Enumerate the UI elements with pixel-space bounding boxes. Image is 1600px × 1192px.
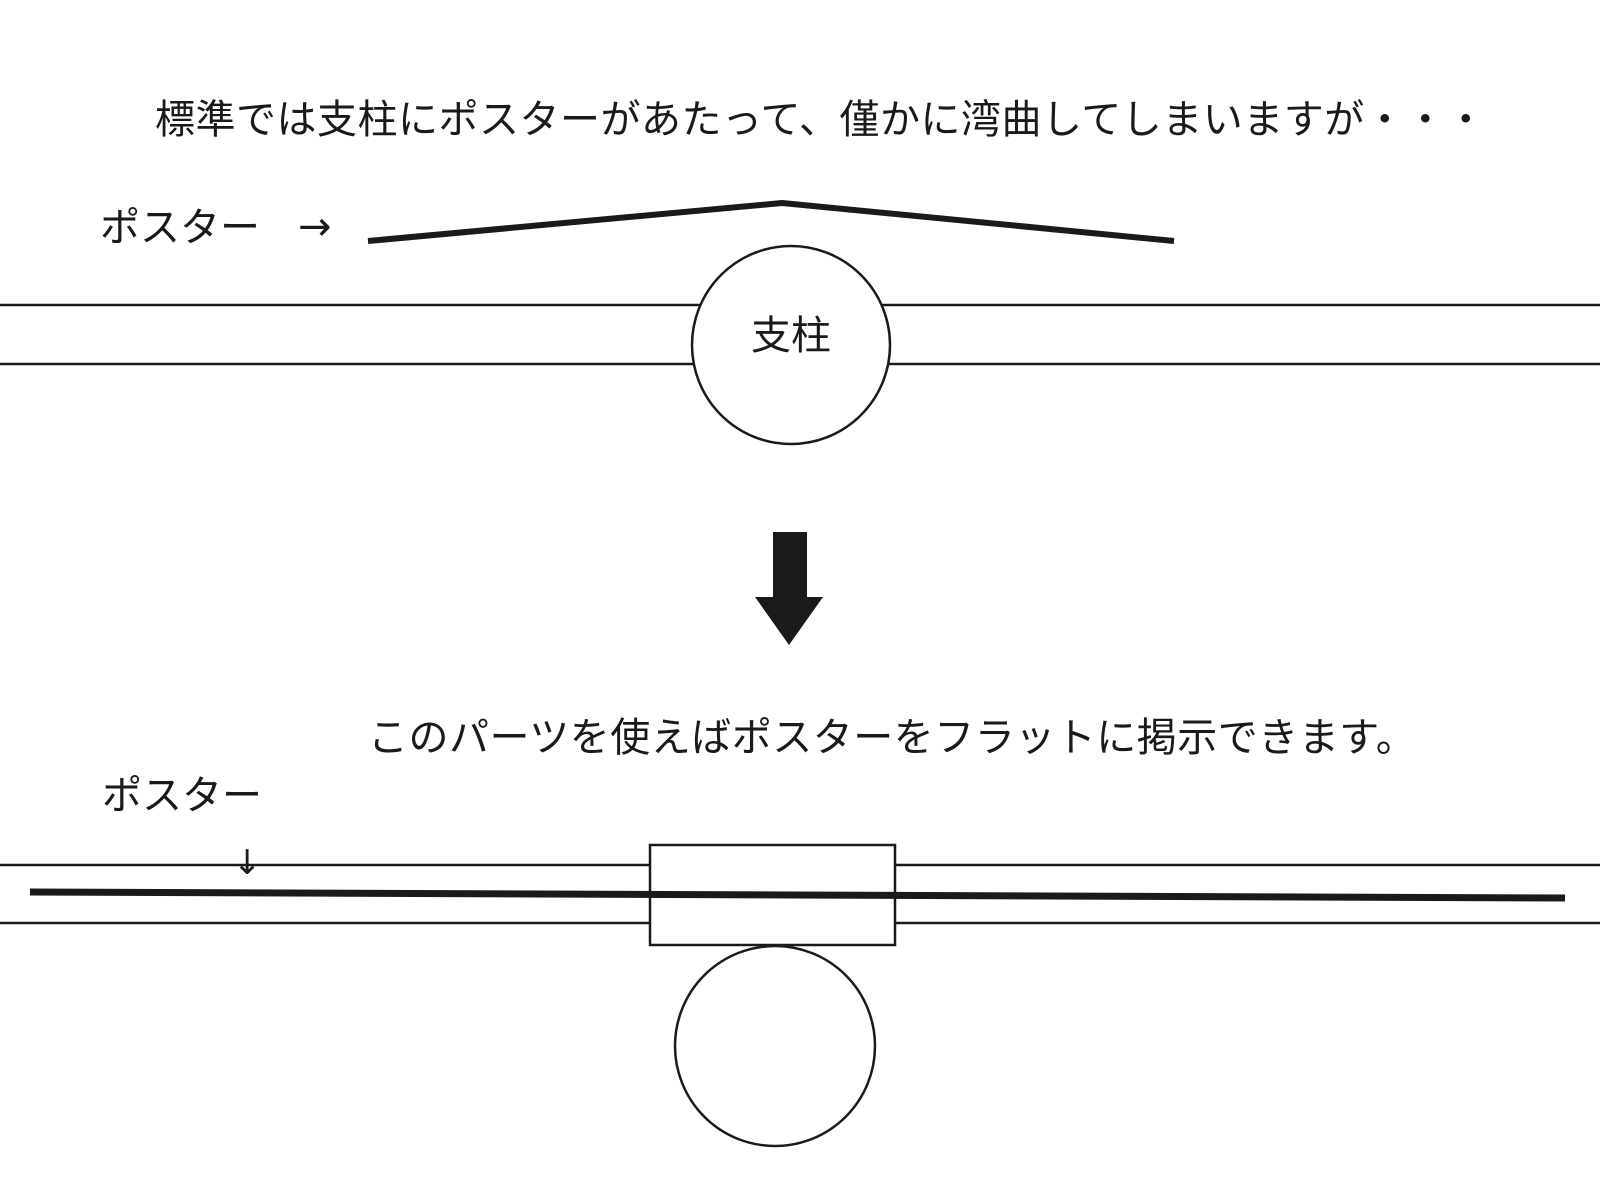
post-label: 支柱 [751,313,831,359]
down-small-arrow-icon: ↓ [233,843,262,883]
down-arrow-icon [755,532,823,645]
right-arrow-icon: → [298,204,332,250]
caption-top: 標準では支柱にポスターがあたって、僅かに湾曲してしまいますが・・・ [155,97,1487,143]
poster-flat-line [29,888,1566,902]
post-circle-bottom [673,944,877,1148]
caption-bottom: このパーツを使えばポスターをフラットに掲示できます。 [368,715,1417,761]
poster-label-top: ポスター [100,205,260,251]
poster-bent-line [367,200,1175,244]
post-circle-top [690,244,892,446]
poster-label-bottom: ポスター [102,773,262,819]
